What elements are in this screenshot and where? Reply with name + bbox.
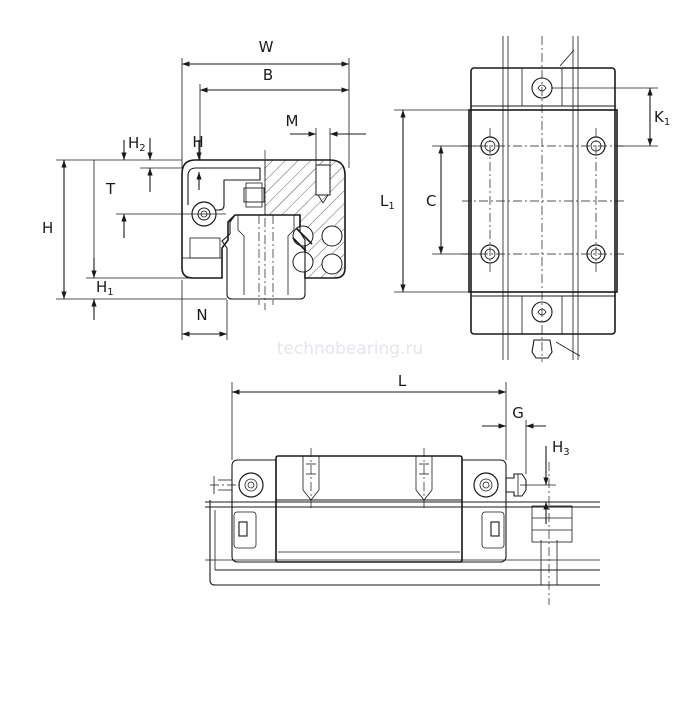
retainer bbox=[292, 227, 313, 252]
grease-nipple bbox=[531, 339, 553, 359]
rail-side-end bbox=[209, 500, 216, 586]
label-l: L bbox=[398, 372, 407, 390]
end-fitting-right bbox=[473, 472, 499, 498]
label-n: N bbox=[196, 306, 207, 324]
tapped-hole bbox=[315, 164, 331, 196]
label-h: H bbox=[42, 219, 53, 237]
label-t: T bbox=[105, 180, 116, 198]
label-h2: H2 bbox=[128, 134, 146, 154]
end-fitting-left bbox=[238, 472, 264, 498]
ball-upper bbox=[321, 225, 343, 247]
end-seal-right bbox=[461, 459, 507, 563]
label-g: G bbox=[512, 404, 524, 422]
watermark: technobearing.ru bbox=[277, 339, 424, 359]
top-view: L1 C K1 bbox=[380, 36, 670, 362]
grease-nipple-side bbox=[505, 473, 527, 497]
rail-end-view bbox=[221, 214, 306, 300]
end-view: W B M H H2 T H bbox=[42, 38, 366, 340]
lube-port bbox=[245, 182, 263, 208]
label-c: C bbox=[426, 192, 436, 210]
label-k1: K1 bbox=[654, 108, 670, 128]
side-view: L G H3 bbox=[205, 372, 600, 605]
label-m: M bbox=[286, 112, 299, 130]
label-h3: H3 bbox=[552, 438, 570, 458]
seal-plate bbox=[187, 167, 261, 211]
mounting-holes bbox=[480, 136, 606, 264]
ball-inner-lower bbox=[292, 251, 314, 273]
label-w: W bbox=[259, 38, 274, 56]
carriage-side bbox=[275, 455, 463, 563]
label-l1: L1 bbox=[380, 192, 395, 212]
label-h1: H1 bbox=[96, 278, 114, 298]
label-h-small: H bbox=[192, 133, 203, 151]
label-b: B bbox=[263, 66, 273, 84]
tapped-holes-side bbox=[302, 448, 433, 508]
ball-lower bbox=[321, 253, 343, 275]
